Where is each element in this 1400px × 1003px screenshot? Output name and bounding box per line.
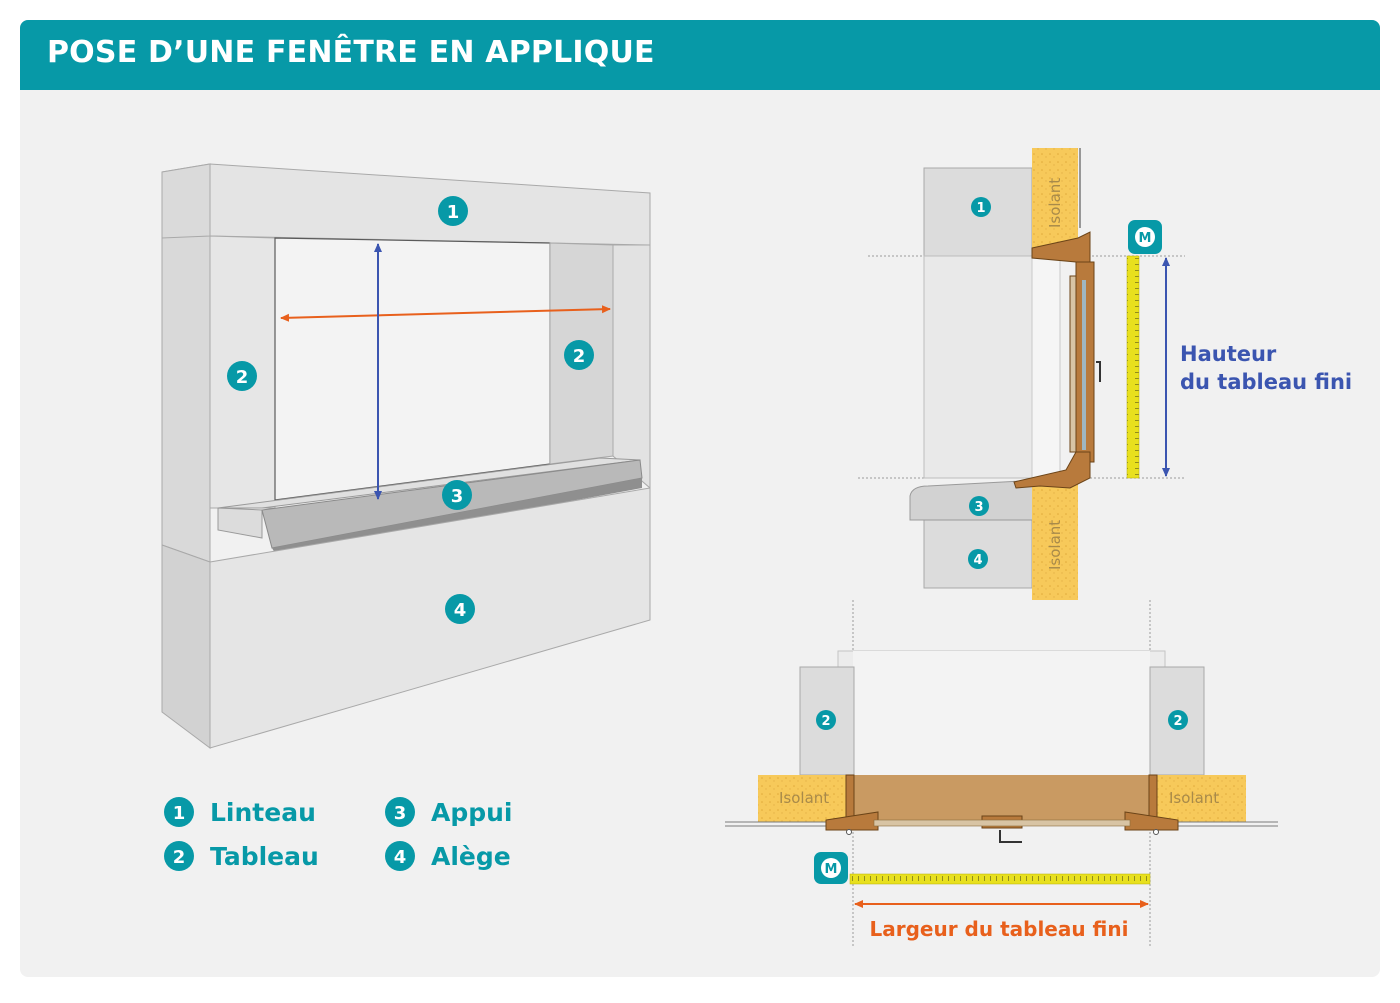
svg-text:Alège: Alège — [431, 842, 511, 871]
section-tableau — [923, 255, 1033, 479]
svg-text:3: 3 — [451, 486, 464, 507]
svg-text:4: 4 — [454, 600, 467, 621]
svg-text:2: 2 — [573, 346, 586, 367]
right-jamb — [612, 244, 651, 490]
horizontal-section: 2 2 Isolant Isolant M Largeur du tableau… — [725, 600, 1278, 948]
isolant-label-top: Isolant — [1046, 178, 1064, 228]
lintel-block — [209, 163, 651, 246]
plan-insulation-right — [1154, 775, 1246, 822]
plan-frame-body — [853, 775, 1150, 822]
svg-text:4: 4 — [973, 553, 982, 568]
svg-text:2: 2 — [1173, 714, 1182, 729]
svg-text:2: 2 — [173, 847, 186, 868]
svg-text:3: 3 — [974, 500, 983, 515]
legend-item-appui: 3 Appui — [385, 797, 513, 827]
section-window-frame — [1013, 231, 1095, 489]
svg-text:M: M — [825, 862, 838, 877]
height-label-line1: Hauteur — [1180, 342, 1277, 366]
height-label-line2: du tableau fini — [1180, 370, 1352, 394]
legend: 1 Linteau 2 Tableau 3 Appui 4 Alège — [164, 797, 513, 871]
badge-tableau-left: 2 — [227, 361, 257, 391]
section-badge-4: 4 — [968, 549, 988, 569]
badge-allege: 4 — [445, 594, 475, 624]
svg-text:Tableau: Tableau — [210, 842, 319, 871]
svg-text:4: 4 — [394, 847, 407, 868]
badge-tableau-right: 2 — [564, 340, 594, 370]
legend-item-tableau: 2 Tableau — [164, 841, 319, 871]
window-opening — [274, 237, 551, 501]
width-arrow-3d — [280, 305, 611, 322]
section-badge-3: 3 — [969, 496, 989, 516]
tape-measure-icon-horizontal: M — [814, 852, 848, 884]
allege-block — [209, 487, 651, 749]
plan-badge-2-left: 2 — [816, 710, 836, 730]
height-tape — [1126, 255, 1140, 479]
isolant-label-bottom: Isolant — [1046, 520, 1064, 570]
legend-item-allege: 4 Alège — [385, 841, 511, 871]
isolant-label-left: Isolant — [779, 789, 829, 807]
svg-text:Appui: Appui — [431, 798, 513, 827]
plan-badge-2-right: 2 — [1168, 710, 1188, 730]
plan-insulation-left — [758, 775, 850, 822]
svg-text:1: 1 — [976, 201, 985, 216]
svg-text:2: 2 — [236, 367, 249, 388]
section-insulation-top — [1032, 148, 1078, 250]
svg-text:Linteau: Linteau — [210, 798, 316, 827]
width-tape — [849, 873, 1151, 885]
vertical-section: M 1 3 4 Isolant Isolant Hauteur du table… — [858, 148, 1352, 600]
svg-text:1: 1 — [173, 803, 186, 824]
isolant-label-right: Isolant — [1169, 789, 1219, 807]
badge-appui: 3 — [442, 480, 472, 510]
page-title: POSE D’UNE FENÊTRE EN APPLIQUE — [47, 35, 655, 70]
title-bar: POSE D’UNE FENÊTRE EN APPLIQUE — [20, 20, 1380, 90]
section-badge-1: 1 — [971, 197, 991, 217]
svg-text:1: 1 — [447, 202, 460, 223]
section-insulation-bottom — [1032, 478, 1078, 600]
svg-text:M: M — [1139, 231, 1152, 246]
tape-measure-icon-vertical: M — [1128, 220, 1162, 254]
svg-text:2: 2 — [821, 714, 830, 729]
wall-3d-view — [161, 163, 651, 749]
legend-item-linteau: 1 Linteau — [164, 797, 316, 827]
badge-lintel: 1 — [438, 196, 468, 226]
width-label: Largeur du tableau fini — [870, 917, 1129, 941]
svg-text:3: 3 — [394, 803, 407, 824]
